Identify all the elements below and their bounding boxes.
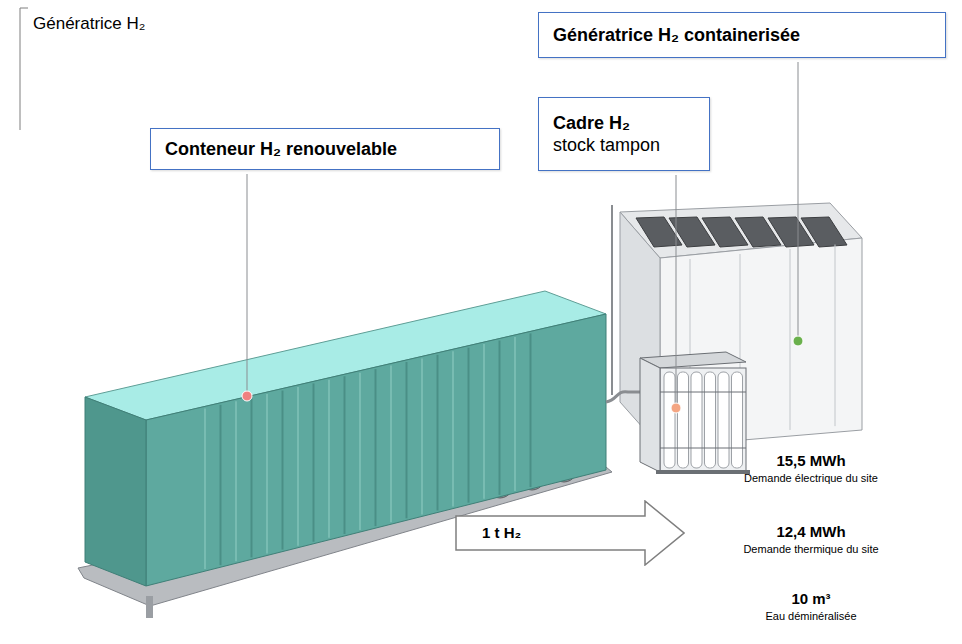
container-rib (235, 401, 237, 561)
container-rib (421, 358, 423, 514)
gas-cylinder (705, 372, 716, 468)
block-arrow: 1 t H₂ (455, 500, 685, 566)
callout-box: Conteneur H₂ renouvelable (150, 128, 500, 170)
vent-pipe (611, 205, 613, 395)
rack-side (640, 358, 660, 472)
rack-bar (660, 448, 746, 449)
container-end (85, 397, 146, 586)
trailer-leg (146, 596, 153, 618)
rack-bar (660, 392, 746, 393)
diagram-title: Génératrice H₂ (33, 14, 145, 34)
arrow-shape (456, 501, 684, 565)
callout-dot (242, 391, 252, 401)
solar-panel (801, 217, 847, 247)
trailer (78, 291, 612, 618)
door-seam (835, 245, 836, 427)
value-caption: Demande thermique du site (743, 543, 878, 555)
callout-dot (671, 403, 681, 413)
container-rib (406, 362, 408, 518)
container-rib (344, 376, 346, 534)
callout-heading: Génératrice H₂ containerisée (553, 24, 931, 47)
door-seam (790, 249, 791, 430)
callout-box: Cadre H₂stock tampon (538, 97, 710, 171)
callout-dot (793, 336, 803, 346)
volume-value: 10 m³ (791, 590, 830, 607)
container-rib (282, 391, 284, 550)
gas-cylinder (718, 372, 729, 468)
callout-heading: Cadre H₂ (553, 112, 695, 135)
gas-cylinder (732, 372, 743, 468)
leader-line (798, 62, 799, 336)
rack-base (656, 470, 750, 474)
container-rib (468, 348, 470, 503)
container-rib (375, 369, 377, 526)
container-rib (359, 373, 361, 530)
container-rib (390, 366, 392, 523)
gas-cylinder (691, 372, 702, 468)
container-rib (514, 337, 516, 491)
container-rib (437, 355, 439, 511)
container-rib (499, 341, 501, 495)
leader-line (676, 175, 677, 403)
callout-heading: 1 t H₂ (482, 524, 521, 543)
gas-cylinder (664, 372, 675, 468)
callout-body: stock tampon (553, 134, 695, 157)
gas-cylinder (678, 372, 689, 468)
container-rib (297, 387, 299, 546)
callout-heading: Conteneur H₂ renouvelable (165, 138, 485, 161)
value-caption: Demande électrique du site (744, 472, 878, 484)
container-rib (328, 380, 330, 538)
rack-front (660, 368, 746, 472)
energy-value: 12,4 MWh (776, 523, 845, 540)
container-rib (313, 383, 315, 541)
buffer-rack (640, 352, 750, 474)
generator-panels (636, 217, 847, 247)
container-rib (483, 344, 485, 499)
callout-box: Génératrice H₂ containerisée (538, 12, 946, 58)
container-rib (204, 408, 206, 569)
container-rib (530, 333, 532, 487)
energy-value: 15,5 MWh (776, 452, 845, 469)
container-rib (220, 405, 222, 565)
leader-line (247, 174, 248, 391)
value-caption: Eau déminéralisée (765, 610, 856, 622)
container-rib (266, 394, 268, 553)
bracket-line (20, 8, 28, 9)
container-rib (452, 351, 454, 506)
container-rib (251, 398, 253, 558)
bracket-line (20, 8, 21, 130)
